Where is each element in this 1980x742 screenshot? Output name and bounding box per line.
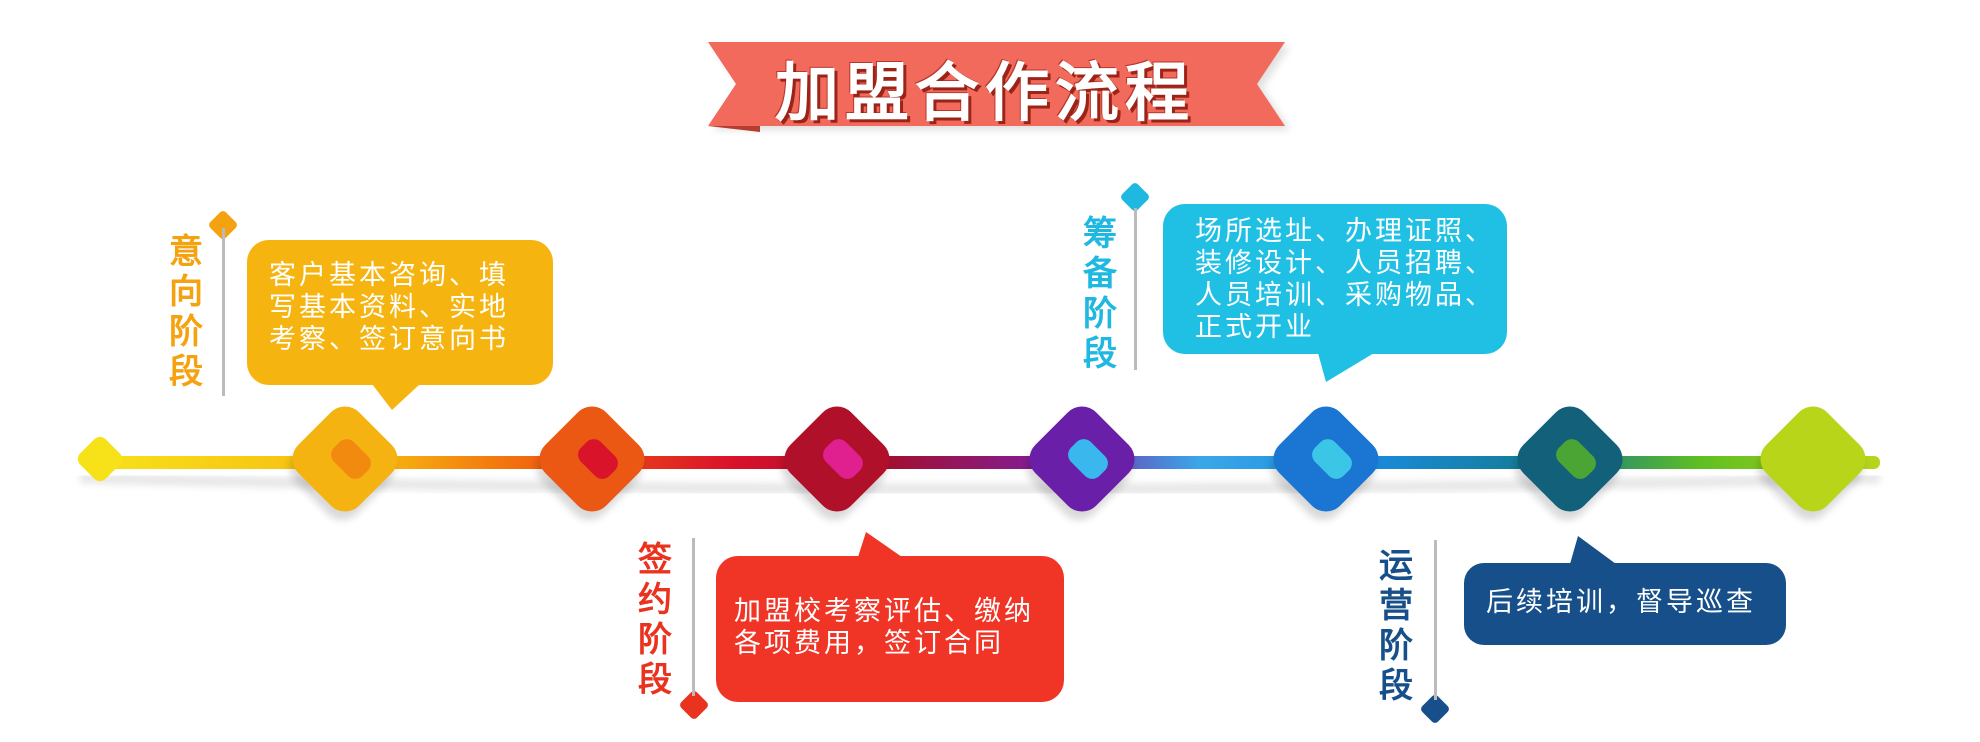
stage-prepare-bubble: 场所选址、办理证照、 装修设计、人员招聘、 人员培训、采购物品、 正式开业: [1163, 204, 1507, 354]
bubble-text-line: 场所选址、办理证照、: [1195, 216, 1495, 247]
bubble-text-line: 正式开业: [1195, 312, 1315, 343]
timeline-node-3: [781, 406, 890, 521]
bubble-text-line: 客户基本咨询、填: [269, 260, 509, 291]
stage-sign-char: 约: [638, 580, 672, 620]
timeline-node-4: [1026, 406, 1135, 521]
bubble-text-line: 后续培训，督导巡查: [1486, 587, 1756, 618]
stage-operate-char: 段: [1379, 666, 1413, 706]
stage-prepare-char: 筹: [1083, 214, 1117, 254]
stage-operate-marker: [1421, 540, 1449, 723]
stage-prepare-char: 阶: [1083, 294, 1117, 334]
stage-intent-bubble-shape: [247, 240, 553, 410]
stage-sign-bubble: 加盟校考察评估、缴纳 各项费用，签订合同: [716, 556, 1064, 702]
timeline-end-node: [1757, 406, 1866, 521]
stage-intent-label: 意 向 阶 段: [166, 232, 206, 392]
timeline-node-2: [536, 406, 645, 521]
stage-intent-marker: [209, 211, 237, 396]
stage-operate-char: 运: [1379, 546, 1413, 586]
bubble-text-line: 人员培训、采购物品、: [1195, 280, 1495, 311]
timeline-node-6: [1514, 406, 1623, 521]
stage-prepare-marker: [1121, 183, 1149, 370]
stage-intent-char: 阶: [169, 312, 203, 352]
timeline-start-node: [77, 436, 123, 482]
timeline-node-5: [1270, 406, 1379, 521]
title-ribbon: [708, 42, 1290, 132]
stage-sign-char: 阶: [638, 620, 672, 660]
stage-prepare-char: 段: [1083, 334, 1117, 374]
stage-sign-bubble-shape: [716, 532, 1064, 702]
stage-intent-char: 向: [169, 272, 203, 312]
stage-operate-char: 营: [1379, 586, 1413, 626]
stage-prepare-char: 备: [1083, 254, 1117, 294]
stage-operate-char: 阶: [1379, 626, 1413, 666]
bubble-text-line: 各项费用，签订合同: [734, 628, 1004, 659]
stage-sign-label: 签 约 阶 段: [635, 540, 675, 700]
stage-prepare-bubble-shape: [1163, 204, 1507, 382]
stage-intent-bubble: 客户基本咨询、填 写基本资料、实地 考察、签订意向书: [247, 240, 553, 385]
stage-operate-label: 运 营 阶 段: [1376, 546, 1416, 706]
timeline-node-1: [289, 406, 398, 521]
stage-sign-char: 签: [638, 540, 672, 580]
stage-prepare-label: 筹 备 阶 段: [1080, 214, 1120, 374]
bubble-text-line: 装修设计、人员招聘、: [1195, 248, 1495, 279]
bubble-text-line: 加盟校考察评估、缴纳: [734, 596, 1034, 627]
stage-sign-char: 段: [638, 660, 672, 700]
page-title: 加盟合作流程: [775, 57, 1195, 131]
stage-sign-marker: [680, 538, 708, 719]
stage-operate-bubble-shape: [1464, 536, 1786, 645]
bubble-text-line: 写基本资料、实地: [269, 292, 509, 323]
stage-intent-char: 段: [169, 352, 203, 392]
bubble-text-line: 考察、签订意向书: [269, 324, 509, 355]
stage-intent-char: 意: [169, 232, 203, 272]
stage-operate-bubble: 后续培训，督导巡查: [1464, 563, 1786, 645]
